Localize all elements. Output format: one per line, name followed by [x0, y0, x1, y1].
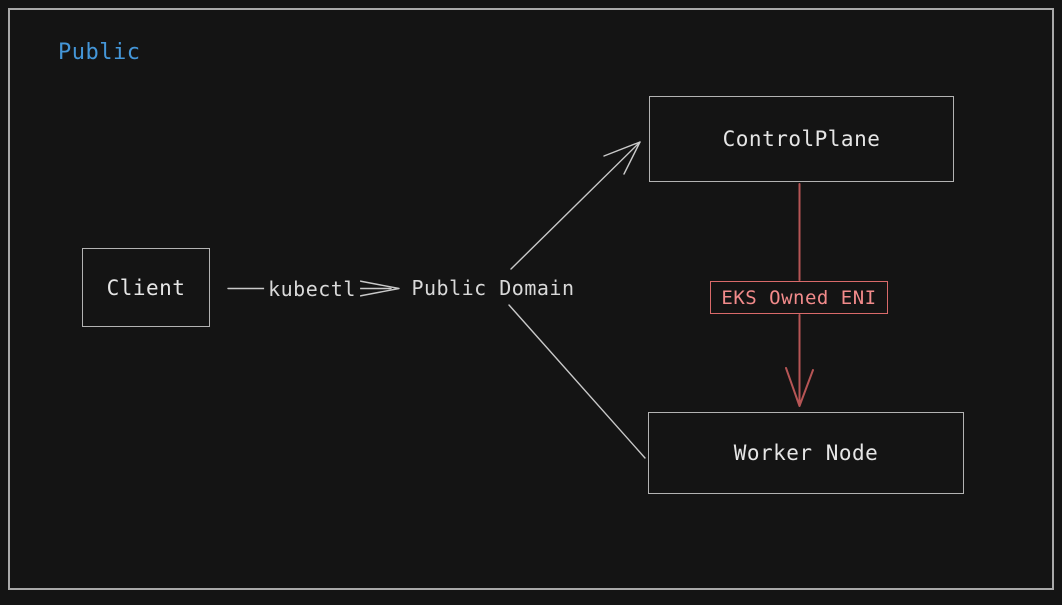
public-domain-to-workernode-line: [508, 304, 646, 459]
node-controlplane-label: ControlPlane: [722, 127, 881, 151]
eks-owned-eni-label: EKS Owned ENI: [721, 286, 877, 309]
node-client: Client: [82, 248, 210, 327]
public-boundary: [8, 8, 1054, 590]
kubectl-to-public-domain-arrow: [355, 279, 400, 298]
eks-owned-eni-badge: EKS Owned ENI: [710, 281, 888, 314]
node-client-label: Client: [106, 275, 186, 300]
node-worker-node-label: Worker Node: [733, 441, 879, 465]
kubectl-edge-label: kubectl: [264, 277, 360, 301]
public-boundary-label: Public: [58, 40, 141, 65]
public-domain-to-controlplane-arrow: [510, 141, 641, 270]
node-controlplane: ControlPlane: [649, 96, 954, 182]
node-worker-node: Worker Node: [648, 412, 964, 494]
public-domain-label: Public Domain: [407, 276, 579, 300]
controlplane-to-workernode-eni-arrow: [785, 183, 814, 407]
